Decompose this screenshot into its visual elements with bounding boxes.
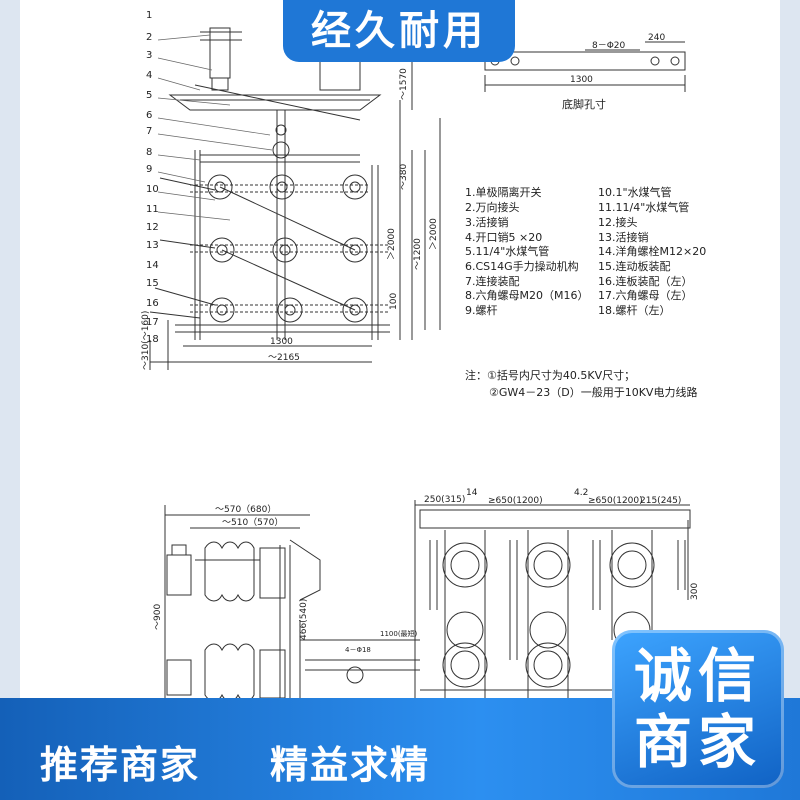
svg-text:3: 3 [146,50,152,61]
svg-text:≥650(1200): ≥650(1200) [488,496,543,506]
insulator-dimension-labels: ～570（680） ～510（570） ～900 466(540) 1100(最… [153,504,418,654]
svg-text:18: 18 [146,334,159,345]
svg-text:～570（680）: ～570（680） [215,504,276,515]
svg-text:～510（570）: ～510（570） [222,517,283,528]
switch-assembly-top [149,27,441,370]
base-hole-labels: 8－Φ20 240 1300 底脚孔寸 [562,33,665,111]
part-item: 15.连动板装配 [598,260,671,273]
note-line-2: ②GW4－23（D）一般用于10KV电力线路 [489,386,698,399]
svg-text:7: 7 [146,126,152,137]
part-item: 14.洋角螺栓M12×20 [598,245,707,258]
svg-text:～900: ～900 [153,604,163,630]
part-item: 18.螺杆（左） [598,304,671,317]
svg-text:～310(～160): ～310(～160) [141,311,151,370]
svg-text:8: 8 [146,147,152,158]
svg-text:底脚孔寸: 底脚孔寸 [562,97,606,111]
callout-leaders [157,34,273,221]
front-view-dimension-labels: 250(315) 14 ≥650(1200) 4.2 ≥650(1200) 21… [424,488,700,600]
part-item: 13.活接销 [598,231,649,244]
svg-text:4－Φ18: 4－Φ18 [345,646,371,654]
part-item: 16.连板装配（左） [598,275,693,288]
svg-text:100: 100 [389,293,399,310]
svg-text:1: 1 [146,10,152,21]
part-item: 2.万向接头 [465,201,520,214]
insulator-side-view [164,505,420,700]
svg-text:10: 10 [146,184,159,195]
part-item: 8.六角螺母M20（M16） [465,289,589,302]
svg-text:～2165: ～2165 [268,353,300,363]
durable-badge: 经久耐用 [283,0,515,62]
svg-text:～1570: ～1570 [399,68,409,100]
part-item: 3.活接销 [465,216,509,229]
badge-line-1: 诚信 [633,642,762,710]
svg-text:4.2: 4.2 [574,488,588,498]
part-item: 11.11/4"水煤气管 [598,201,690,214]
top-dimension-labels: ～1570 ～380 ＞2000 ～1200 ＞2000 100 1300 ～2… [141,68,439,370]
svg-text:1300: 1300 [570,75,593,85]
badge-line-2: 商家 [633,708,762,776]
part-item: 9.螺杆 [465,304,498,317]
base-hole-drawing [484,41,686,92]
svg-text:～1200: ～1200 [413,238,423,270]
svg-text:12: 12 [146,222,159,233]
slogan-recommended: 推荐商家 [40,743,201,787]
svg-text:5: 5 [146,90,152,101]
part-item: 6.CS14G手力操动机构 [465,260,579,273]
svg-text:2: 2 [146,32,152,43]
svg-text:1300: 1300 [270,337,293,347]
svg-text:16: 16 [146,298,159,309]
svg-text:～380: ～380 [399,164,409,190]
svg-text:6: 6 [146,110,152,121]
part-item: 4.开口销5 ×20 [465,231,543,244]
part-item: 1.单极隔离开关 [465,186,542,199]
svg-text:466(540): 466(540) [299,599,309,640]
svg-text:14: 14 [466,488,478,498]
svg-text:11: 11 [146,204,159,215]
part-item: 5.11/4"水煤气管 [465,245,550,258]
svg-text:215(245): 215(245) [640,496,681,506]
svg-text:9: 9 [146,164,152,175]
svg-text:14: 14 [146,260,159,271]
slogan-excellence: 精益求精 [270,743,431,787]
part-item: 7.连接装配 [465,275,520,288]
svg-text:＞2000: ＞2000 [387,228,397,260]
three-pole-front-view [414,500,691,700]
svg-text:17: 17 [146,317,159,328]
trusted-merchant-badge: 诚信 商家 [612,630,784,788]
technical-drawing: 1 2 3 4 5 6 7 8 9 10 11 12 13 14 15 16 1… [141,10,700,700]
svg-text:250(315): 250(315) [424,495,465,505]
svg-text:13: 13 [146,240,159,251]
svg-text:15: 15 [146,278,159,289]
part-item: 12.接头 [598,216,638,229]
svg-text:8－Φ20: 8－Φ20 [592,41,626,51]
svg-text:≥650(1200): ≥650(1200) [588,496,643,506]
svg-text:1100(最短): 1100(最短) [380,629,418,638]
svg-text:4: 4 [146,70,152,81]
svg-text:240: 240 [648,33,665,43]
svg-text:＞2000: ＞2000 [429,218,439,250]
note-line-1: 注：①括号内尺寸为40.5KV尺寸； [465,369,636,382]
part-item: 17.六角螺母（左） [598,289,693,302]
callout-numbers: 1 2 3 4 5 6 7 8 9 10 11 12 13 14 15 16 1… [146,10,159,345]
svg-text:300: 300 [690,583,700,600]
part-item: 10.1"水煤气管 [598,186,672,199]
